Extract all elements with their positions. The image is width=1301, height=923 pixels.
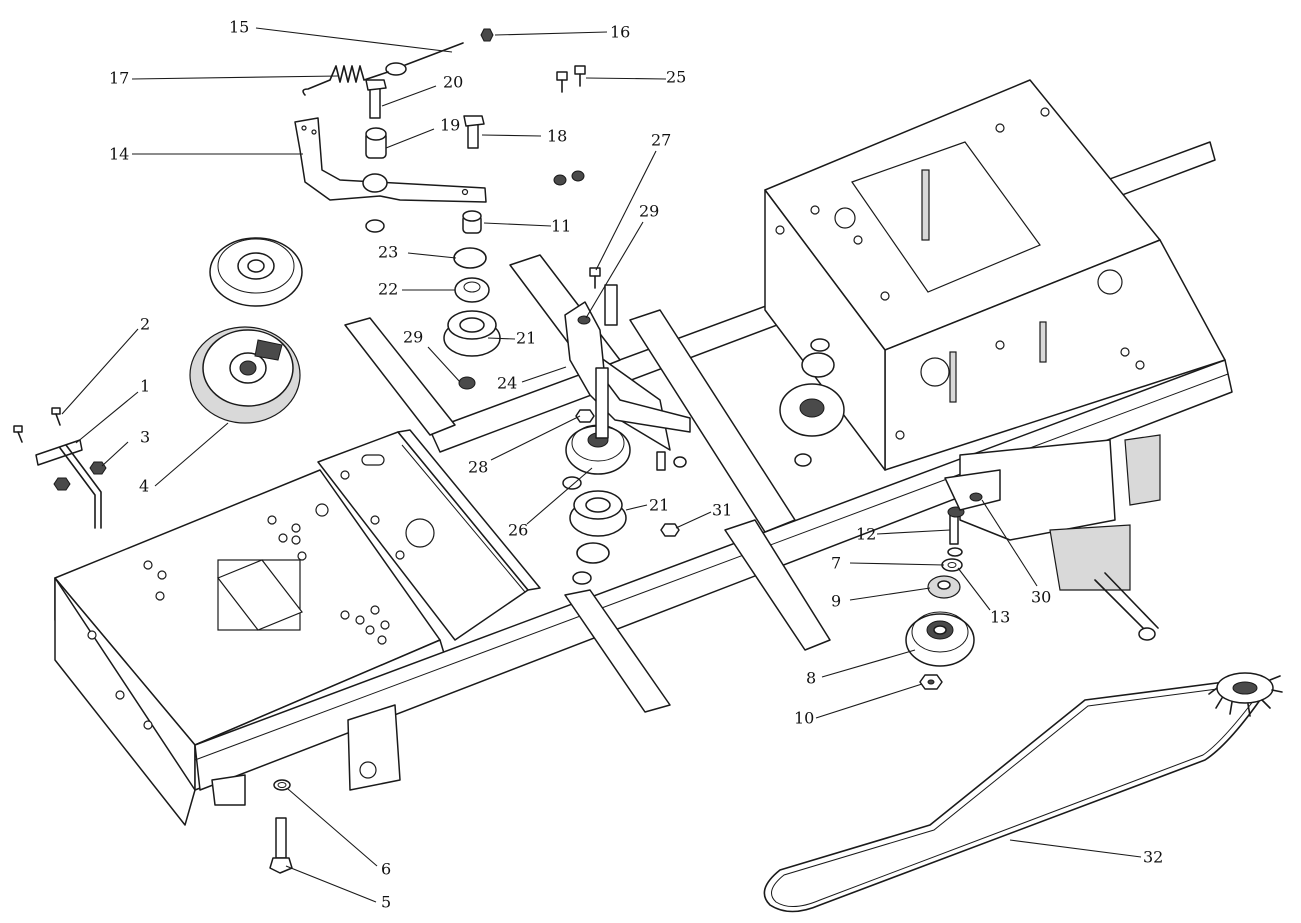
leader-lines: [61, 27, 1142, 903]
callout-18: 18: [547, 127, 567, 146]
callout-3: 3: [140, 428, 150, 447]
callout-13: 13: [990, 608, 1010, 627]
main-frame: [54, 79, 1233, 826]
part-22-bushing: [454, 277, 490, 303]
part-28-nut: [575, 409, 595, 423]
callout-31: 31: [712, 501, 732, 520]
callout-21-lower: 21: [649, 496, 669, 515]
callout-25: 25: [666, 68, 686, 87]
part-1-bracket: [35, 439, 102, 529]
callout-12: 12: [856, 525, 876, 544]
part-18-bolt: [463, 115, 485, 149]
callout-29-right: 29: [639, 202, 659, 221]
part-14-idler-arm: [294, 117, 487, 203]
callout-28: 28: [468, 458, 488, 477]
part-9-spacer: [927, 575, 961, 599]
part-8-idler-pulley: [905, 611, 975, 667]
callout-5: 5: [381, 893, 391, 912]
callout-24: 24: [497, 374, 517, 393]
callout-16: 16: [610, 23, 630, 42]
callout-9: 9: [831, 592, 841, 611]
callout-27: 27: [651, 131, 671, 150]
part-21-pulley-upper: [443, 310, 501, 357]
callout-8: 8: [806, 669, 816, 688]
part-26-pulley: [565, 367, 631, 475]
part-16-nut: [480, 28, 494, 42]
callout-29-left: 29: [403, 328, 423, 347]
part-6-washer: [273, 779, 291, 791]
callout-labels: 1 2 3 4 5 6 7 8 9 10 11 12 13 14 15 16 1…: [109, 18, 1163, 912]
part-4-clutch: [189, 326, 301, 424]
clutch-pulley: [209, 237, 303, 307]
callout-14: 14: [109, 145, 129, 164]
callout-26: 26: [508, 521, 528, 540]
part-20-bolt: [365, 79, 387, 119]
callout-15: 15: [229, 18, 249, 37]
callout-6: 6: [381, 860, 391, 879]
part-29-nut: [458, 315, 591, 390]
callout-20: 20: [443, 73, 463, 92]
part-15-rod: [385, 42, 464, 76]
part-10-nut: [919, 674, 943, 690]
callout-30: 30: [1031, 588, 1051, 607]
part-7-washer: [941, 547, 963, 572]
misc-nuts: [365, 170, 845, 585]
part-23-retaining-ring: [453, 247, 487, 269]
callout-32: 32: [1143, 848, 1163, 867]
part-19-spacer: [365, 127, 387, 159]
part-5-bolt: [269, 817, 293, 874]
part-17-spring: [302, 65, 389, 96]
callout-10: 10: [794, 709, 814, 728]
callout-2: 2: [140, 315, 150, 334]
callout-4: 4: [139, 477, 149, 496]
callout-22: 22: [378, 280, 398, 299]
callout-11: 11: [551, 217, 571, 236]
callout-23: 23: [378, 243, 398, 262]
callout-7: 7: [831, 554, 841, 573]
part-27-bolt: [589, 267, 618, 326]
part-11-spacer: [462, 210, 482, 234]
part-21-pulley-lower: [569, 490, 627, 564]
callout-1: 1: [140, 377, 150, 396]
part-3-nut: [53, 461, 107, 491]
callout-21-upper: 21: [516, 329, 536, 348]
part-31-nut: [660, 523, 680, 537]
part-2-bolt: [13, 407, 61, 443]
callout-19: 19: [440, 116, 460, 135]
part-32-belt: [763, 672, 1283, 913]
part-12-bolt: [947, 506, 965, 545]
part-30-bracket: [944, 469, 1001, 511]
part-25-bolt: [556, 65, 586, 93]
callout-17: 17: [109, 69, 129, 88]
